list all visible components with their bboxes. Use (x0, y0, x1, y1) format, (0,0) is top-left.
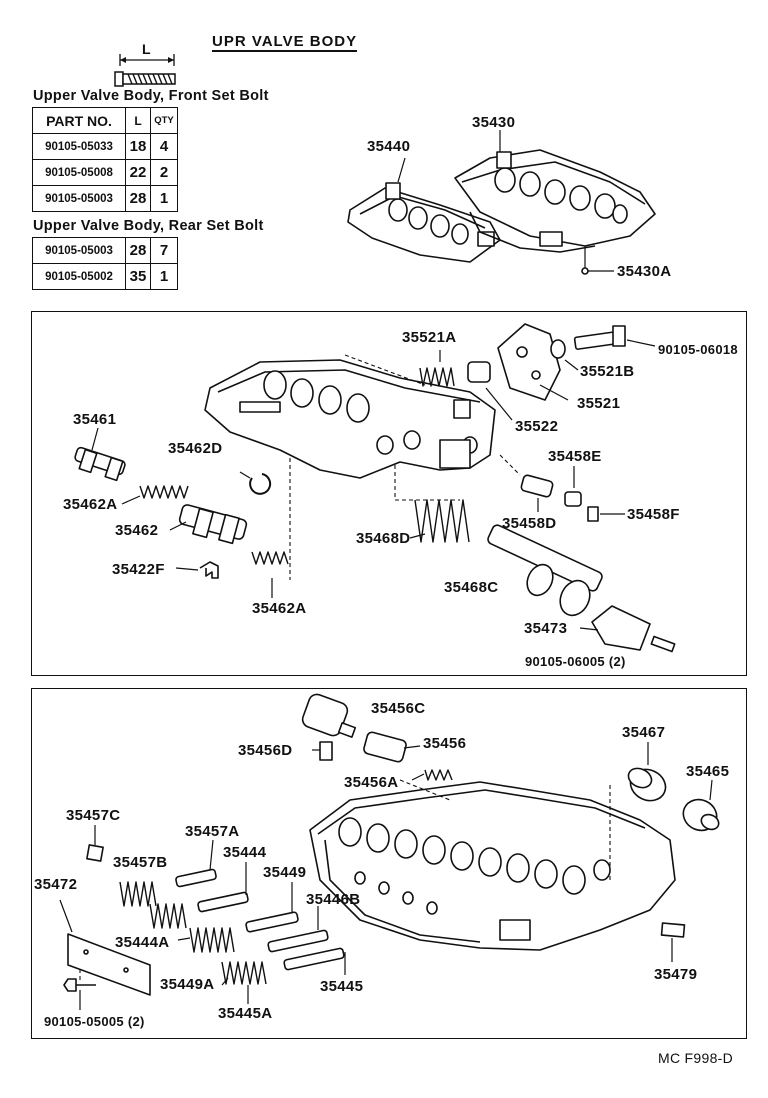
overview-valve-body-drawing (0, 0, 768, 300)
length-cell: 35 (125, 263, 151, 290)
dimension-label-l: L (142, 41, 151, 57)
part-label-35461: 35461 (73, 411, 117, 428)
qty-cell: 7 (150, 237, 178, 264)
part-label-35465: 35465 (686, 763, 730, 780)
part-label-35473: 35473 (524, 620, 568, 637)
part-label-35449: 35449 (263, 864, 307, 881)
part-label-35468c: 35468C (444, 579, 499, 596)
part-label-35457c: 35457C (66, 807, 121, 824)
part-label-35449a: 35449A (160, 976, 215, 993)
front-bolt-table: PART NO. L QTY 90105-05033 18 4 90105-05… (32, 107, 178, 212)
part-number-cell: 90105-05003 (32, 237, 126, 264)
part-label-35468d: 35468D (356, 530, 411, 547)
part-label-90105-06005: 90105-06005 (2) (525, 654, 626, 669)
qty-cell: 1 (150, 263, 178, 290)
part-label-35458f: 35458F (627, 506, 680, 523)
length-cell: 18 (125, 133, 151, 160)
header-part-no: PART NO. (32, 107, 126, 134)
part-label-35456d: 35456D (238, 742, 293, 759)
part-label-35458e: 35458E (548, 448, 602, 465)
table-row: 90105-05002 35 1 (32, 263, 178, 290)
part-number-cell: 90105-05008 (32, 159, 126, 186)
rear-bolt-table: 90105-05003 28 7 90105-05002 35 1 (32, 237, 178, 290)
part-label-35456a: 35456A (344, 774, 399, 791)
part-label-35521: 35521 (577, 395, 621, 412)
part-label-35458d: 35458D (502, 515, 557, 532)
part-label-35472: 35472 (34, 876, 78, 893)
part-label-35521b: 35521B (580, 363, 635, 380)
part-label-35462: 35462 (115, 522, 159, 539)
part-number-cell: 90105-05003 (32, 185, 126, 212)
header-qty: QTY (150, 107, 178, 134)
part-number-cell: 90105-05002 (32, 263, 126, 290)
part-label-35521a: 35521A (402, 329, 457, 346)
part-label-35444: 35444 (223, 844, 267, 861)
part-label-35462a-bottom: 35462A (252, 600, 307, 617)
table-row: 90105-05033 18 4 (32, 133, 178, 160)
table-header-row: PART NO. L QTY (32, 107, 178, 134)
part-label-35422f: 35422F (112, 561, 165, 578)
figure-code: MC F998-D (658, 1050, 734, 1066)
part-label-90105-06018: 90105-06018 (658, 342, 738, 357)
table-row: 90105-05003 28 1 (32, 185, 178, 212)
table-row: 90105-05003 28 7 (32, 237, 178, 264)
header-length: L (125, 107, 151, 134)
exploded-view-panel-front (31, 311, 747, 676)
diagram-title: UPR VALVE BODY (212, 33, 358, 52)
part-label-35456: 35456 (423, 735, 467, 752)
part-label-35430a: 35430A (617, 263, 672, 280)
part-label-35457b: 35457B (113, 854, 168, 871)
part-label-35446b: 35446B (306, 891, 361, 908)
front-bolt-caption: Upper Valve Body, Front Set Bolt (33, 88, 269, 104)
part-label-35462a-top: 35462A (63, 496, 118, 513)
part-label-35444a: 35444A (115, 934, 170, 951)
qty-cell: 1 (150, 185, 178, 212)
part-label-35462d: 35462D (168, 440, 223, 457)
part-label-35522: 35522 (515, 418, 559, 435)
exploded-view-panel-rear (31, 688, 747, 1039)
part-label-35479: 35479 (654, 966, 698, 983)
part-label-35430: 35430 (472, 114, 516, 131)
part-label-35467: 35467 (622, 724, 666, 741)
part-number-cell: 90105-05033 (32, 133, 126, 160)
length-cell: 28 (125, 185, 151, 212)
part-label-35456c: 35456C (371, 700, 426, 717)
part-label-35445a: 35445A (218, 1005, 273, 1022)
rear-bolt-caption: Upper Valve Body, Rear Set Bolt (33, 218, 264, 234)
part-label-35440: 35440 (367, 138, 411, 155)
part-label-35457a: 35457A (185, 823, 240, 840)
part-label-90105-05005: 90105-05005 (2) (44, 1014, 145, 1029)
bolt-dimension-icon (108, 36, 188, 92)
part-label-35445: 35445 (320, 978, 364, 995)
